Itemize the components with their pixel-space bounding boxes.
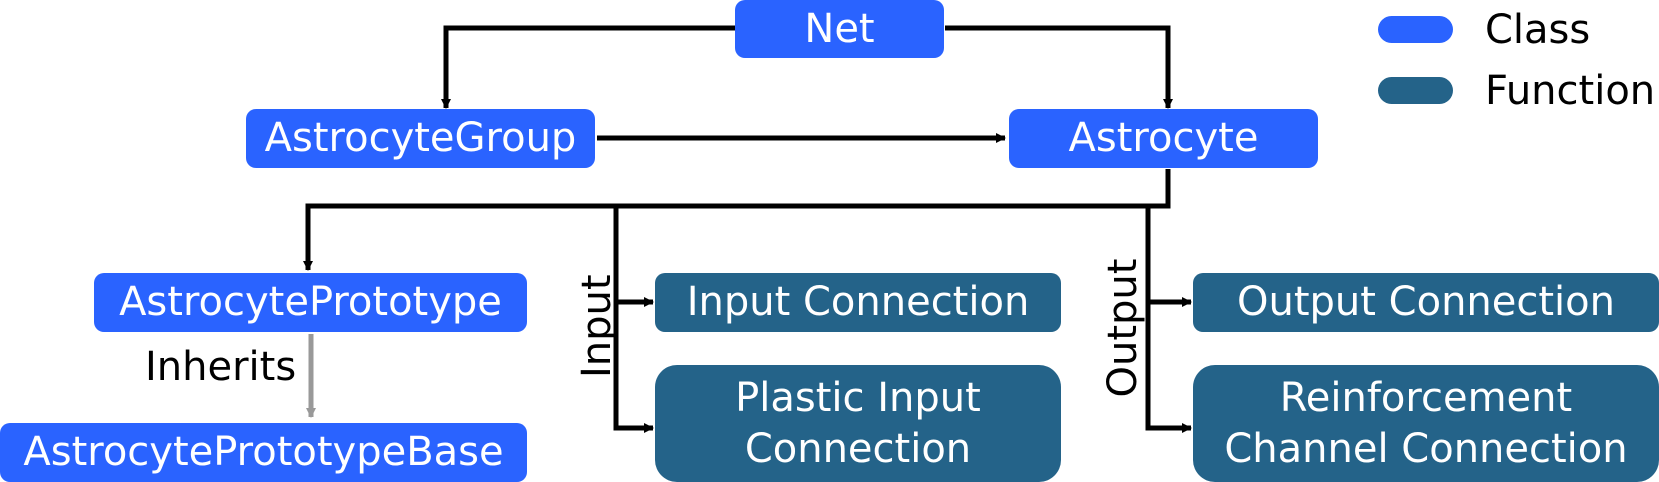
node-input-connection: Input Connection xyxy=(655,273,1061,332)
node-net: Net xyxy=(735,0,944,58)
node-astrocyte-prototype-base: AstrocytePrototypeBase xyxy=(0,423,527,482)
node-plastic-input-connection: Plastic Input Connection xyxy=(655,365,1061,482)
label-output: Output xyxy=(1100,258,1146,398)
edge-astrocyte-trunk xyxy=(303,169,1171,271)
legend-function-label: Function xyxy=(1485,68,1656,114)
edge-output-trunk xyxy=(1145,206,1192,433)
node-astrocyte: Astrocyte xyxy=(1009,109,1318,168)
edge-net-to-astrocyte xyxy=(945,25,1173,109)
legend-function-swatch xyxy=(1378,77,1453,104)
node-astrocyte-prototype: AstrocytePrototype xyxy=(94,273,527,332)
node-astrocyte-group: AstrocyteGroup xyxy=(246,109,595,168)
edge-net-to-astrocytegroup xyxy=(441,25,735,109)
legend-class-swatch xyxy=(1378,16,1453,43)
node-reinforcement-channel-connection: Reinforcement Channel Connection xyxy=(1193,365,1659,482)
label-inherits: Inherits xyxy=(145,344,297,390)
label-input: Input xyxy=(574,274,620,378)
edge-input-trunk xyxy=(613,206,654,433)
node-output-connection: Output Connection xyxy=(1193,273,1659,332)
legend-class-label: Class xyxy=(1485,7,1591,53)
